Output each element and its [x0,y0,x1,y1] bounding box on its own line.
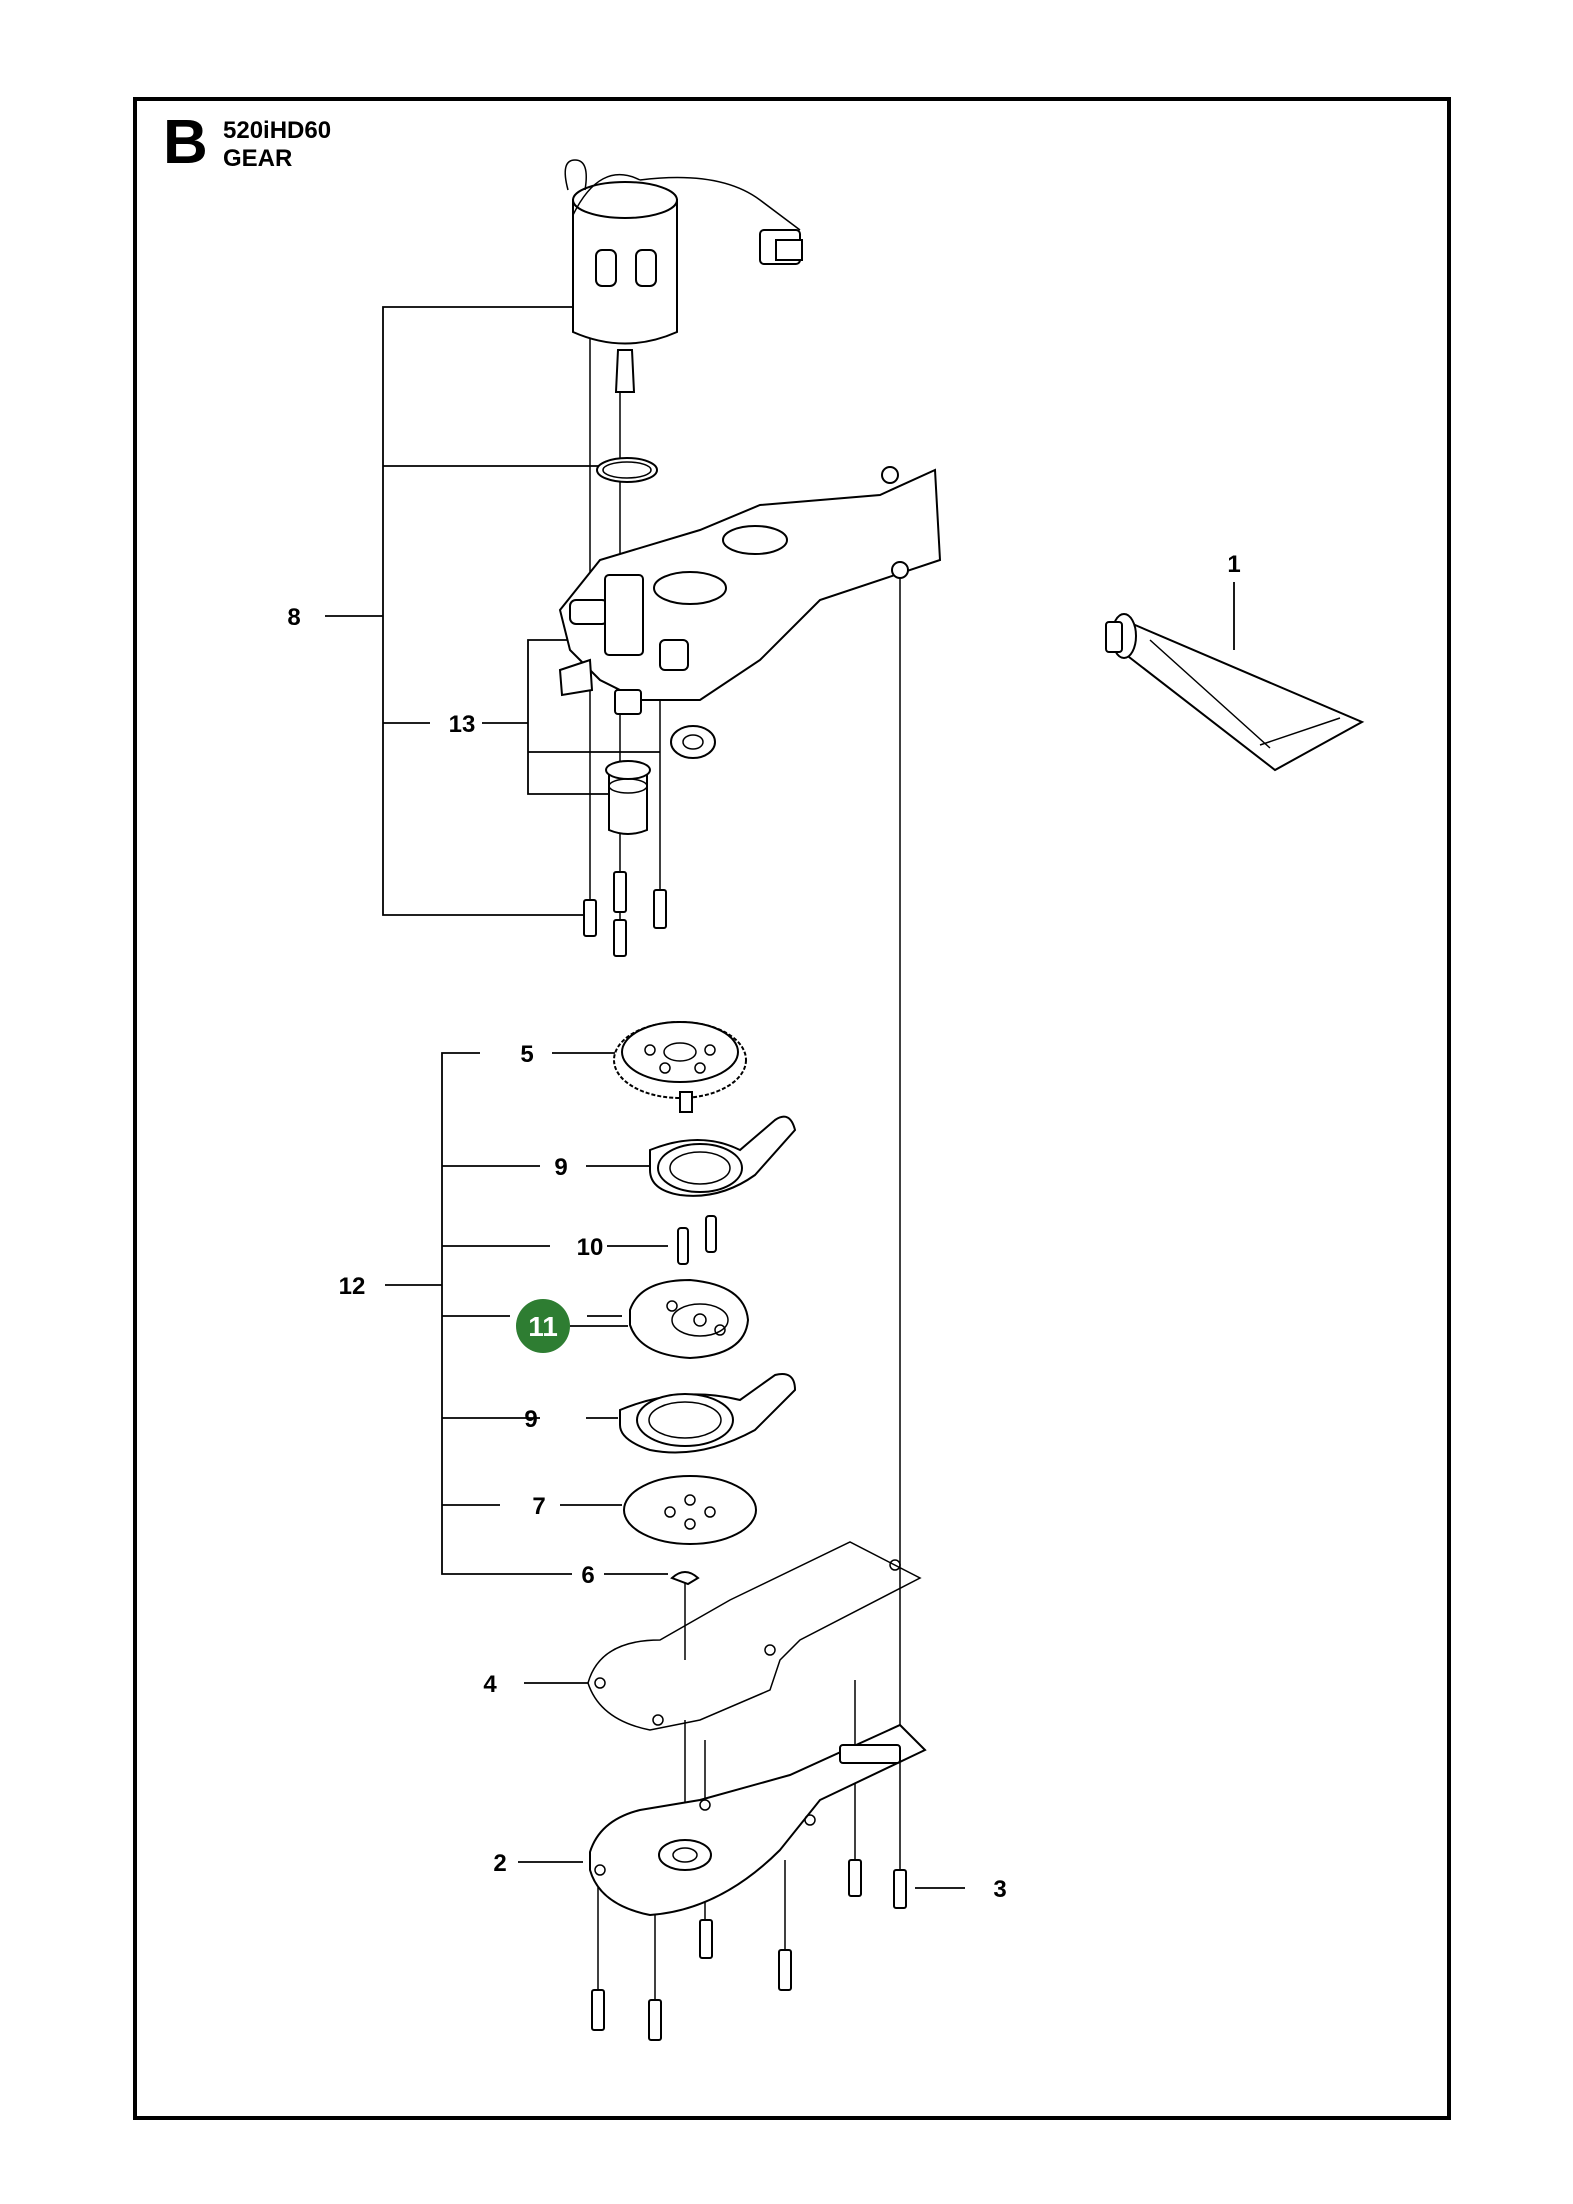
callout-7: 7 [532,1493,545,1520]
part-bushing [605,760,651,835]
part-o-ring [596,457,658,483]
part-grease-tube [1105,613,1365,772]
callout-3: 3 [993,1876,1006,1903]
bracket-group-13 [527,639,660,795]
part-gear-cover [589,1723,927,1917]
part-eccentric-lever-upper [649,1115,797,1197]
callout-2: 2 [493,1850,506,1877]
leader-lines [518,330,1235,2000]
part-gear-wheel [613,1021,747,1113]
callout-4: 4 [483,1671,497,1698]
part-washer-disc [623,1475,757,1545]
callout-9-upper: 9 [554,1154,567,1181]
lower-screws [591,1859,907,2041]
bracket-group-12 [385,1052,572,1575]
section-letter: B [163,108,208,177]
callout-labels: 1 2 3 4 5 6 7 8 9 9 10 12 13 [287,551,1240,1903]
part-motor [564,159,803,393]
callout-12: 12 [339,1273,366,1300]
callout-6: 6 [581,1562,594,1589]
diagram-frame [133,97,1451,2120]
part-pins [677,1215,717,1265]
bracket-group-8 [325,306,620,916]
callout-10: 10 [577,1234,604,1261]
part-gear-housing [558,466,942,715]
callout-1: 1 [1227,551,1240,578]
part-bearing [670,725,716,759]
callout-9-lower: 9 [524,1406,537,1433]
part-eccentric-lever-lower [619,1373,797,1454]
part-gasket [587,1541,922,1731]
section-title: GEAR [223,145,293,172]
callout-8: 8 [287,604,300,631]
callout-5: 5 [520,1041,533,1068]
part-retaining-clip [670,1571,700,1586]
upper-screws [583,871,667,957]
callout-13: 13 [449,711,476,738]
callout-11: 11 [528,1311,558,1342]
part-cam-plate [629,1278,750,1360]
callout-11-highlight: 11 [516,1299,628,1353]
model-name: 520iHD60 [223,117,332,144]
